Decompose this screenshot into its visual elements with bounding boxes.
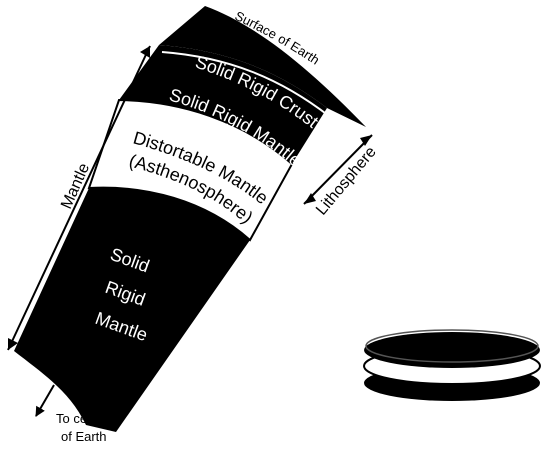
lithosphere-dimension: Lithosphere <box>304 135 380 219</box>
center-label-line1: To center <box>56 411 110 426</box>
deep-mantle-layer <box>14 188 250 432</box>
layer-disk-model <box>364 330 540 401</box>
earth-wedge <box>14 6 366 432</box>
center-label-line2: of Earth <box>61 429 107 444</box>
lithosphere-label: Lithosphere <box>313 144 380 219</box>
